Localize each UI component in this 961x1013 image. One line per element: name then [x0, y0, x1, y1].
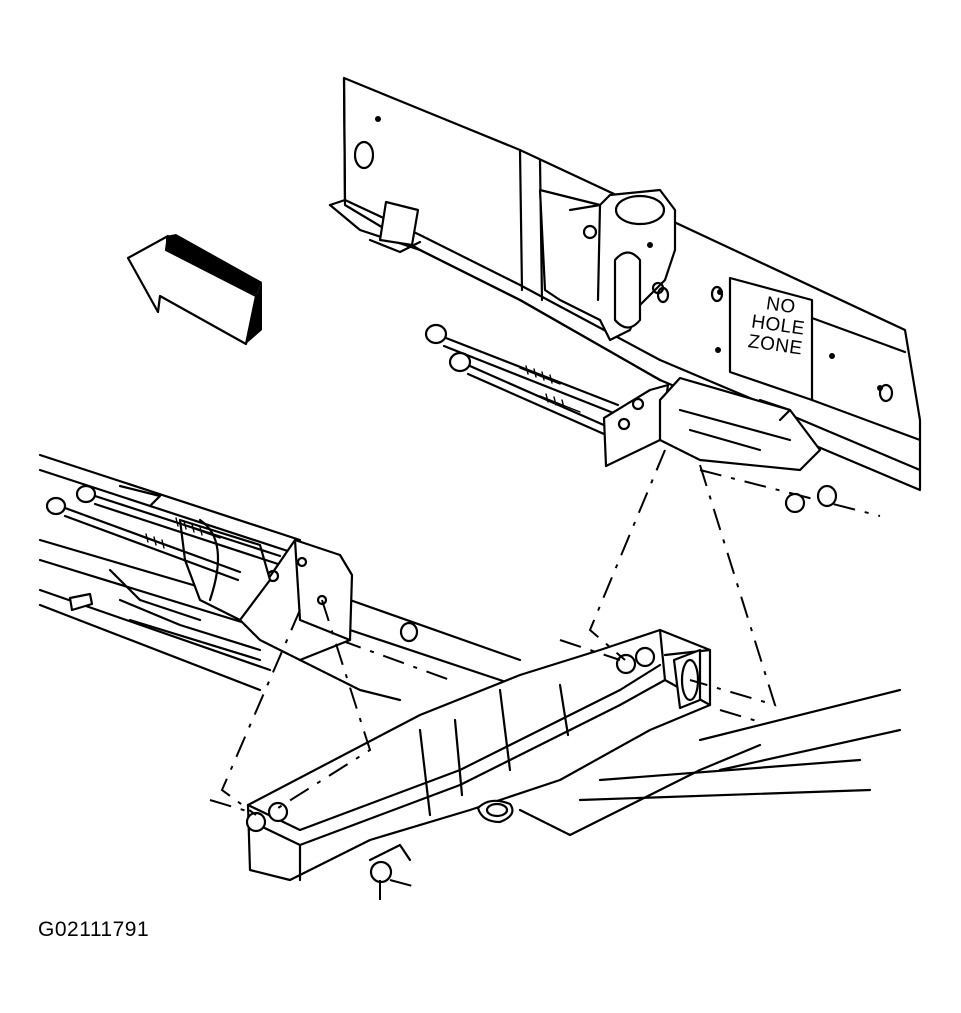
- crossmember-mount-plate-upper: [602, 376, 881, 517]
- crossmember-mount-plate-lower: [108, 518, 354, 662]
- transmission-crossmember: [209, 628, 902, 889]
- bolt-nut-icon: [424, 323, 620, 416]
- bolt-nut-icon: [448, 351, 608, 436]
- no-hole-zone-label: NO HOLE ZONE: [734, 291, 822, 362]
- forward-arrow-icon: [126, 234, 262, 346]
- spring-hanger-bracket: [368, 188, 677, 342]
- bolt-nut-icon: [399, 621, 419, 643]
- alignment-lines: [220, 449, 777, 900]
- figure-id: G02111791: [38, 918, 150, 941]
- upper-bolts: [424, 323, 620, 436]
- bolt-nut-icon: [245, 646, 656, 884]
- bolt-nut-icon: [45, 496, 242, 582]
- bolt-nut-icon: [784, 484, 838, 514]
- lower-bolts: [45, 484, 282, 582]
- bolt-nut-icon: [75, 484, 282, 566]
